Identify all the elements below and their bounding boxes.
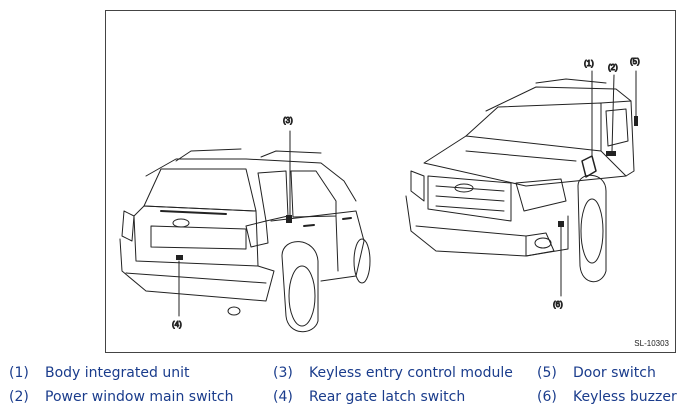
legend-item-4: (4) Rear gate latch switch [273,389,465,405]
callout-5-label: (5) [630,57,640,66]
vehicle-line-art: (3) (4) (1) (2) (5) (6) [119,57,641,333]
legend-item-text: Keyless buzzer [573,389,677,405]
legend-item-number: (1) [9,365,29,381]
legend-item-1: (1) Body integrated unit [9,365,189,381]
legend-item-5: (5) Door switch [537,365,656,381]
legend-item-number: (3) [273,365,293,381]
legend-item-number: (2) [9,389,29,405]
legend-item-text: Door switch [573,365,656,381]
legend-item-2: (2) Power window main switch [9,389,233,405]
vehicle-diagram-frame: (3) (4) (1) (2) (5) (6) SL-10303 [105,10,676,353]
legend-item-number: (5) [537,365,557,381]
callout-6-label: (6) [553,300,563,309]
legend-item-text: Rear gate latch switch [309,389,466,405]
callout-1-label: (1) [584,59,594,68]
rear-view-vehicle [119,130,371,333]
parts-legend: (1) Body integrated unit (2) Power windo… [0,360,686,415]
callout-4-label: (4) [172,320,182,329]
callout-2-label: (2) [608,63,618,72]
legend-item-text: Power window main switch [45,389,234,405]
legend-item-text: Keyless entry control module [309,365,513,381]
figure-id-label: SL-10303 [634,339,669,348]
legend-item-number: (6) [537,389,557,405]
legend-item-text: Body integrated unit [45,365,190,381]
legend-item-number: (4) [273,389,293,405]
front-view-vehicle [405,70,638,297]
callout-3-label: (3) [283,116,293,125]
legend-item-3: (3) Keyless entry control module [273,365,513,381]
legend-item-6: (6) Keyless buzzer [537,389,677,405]
